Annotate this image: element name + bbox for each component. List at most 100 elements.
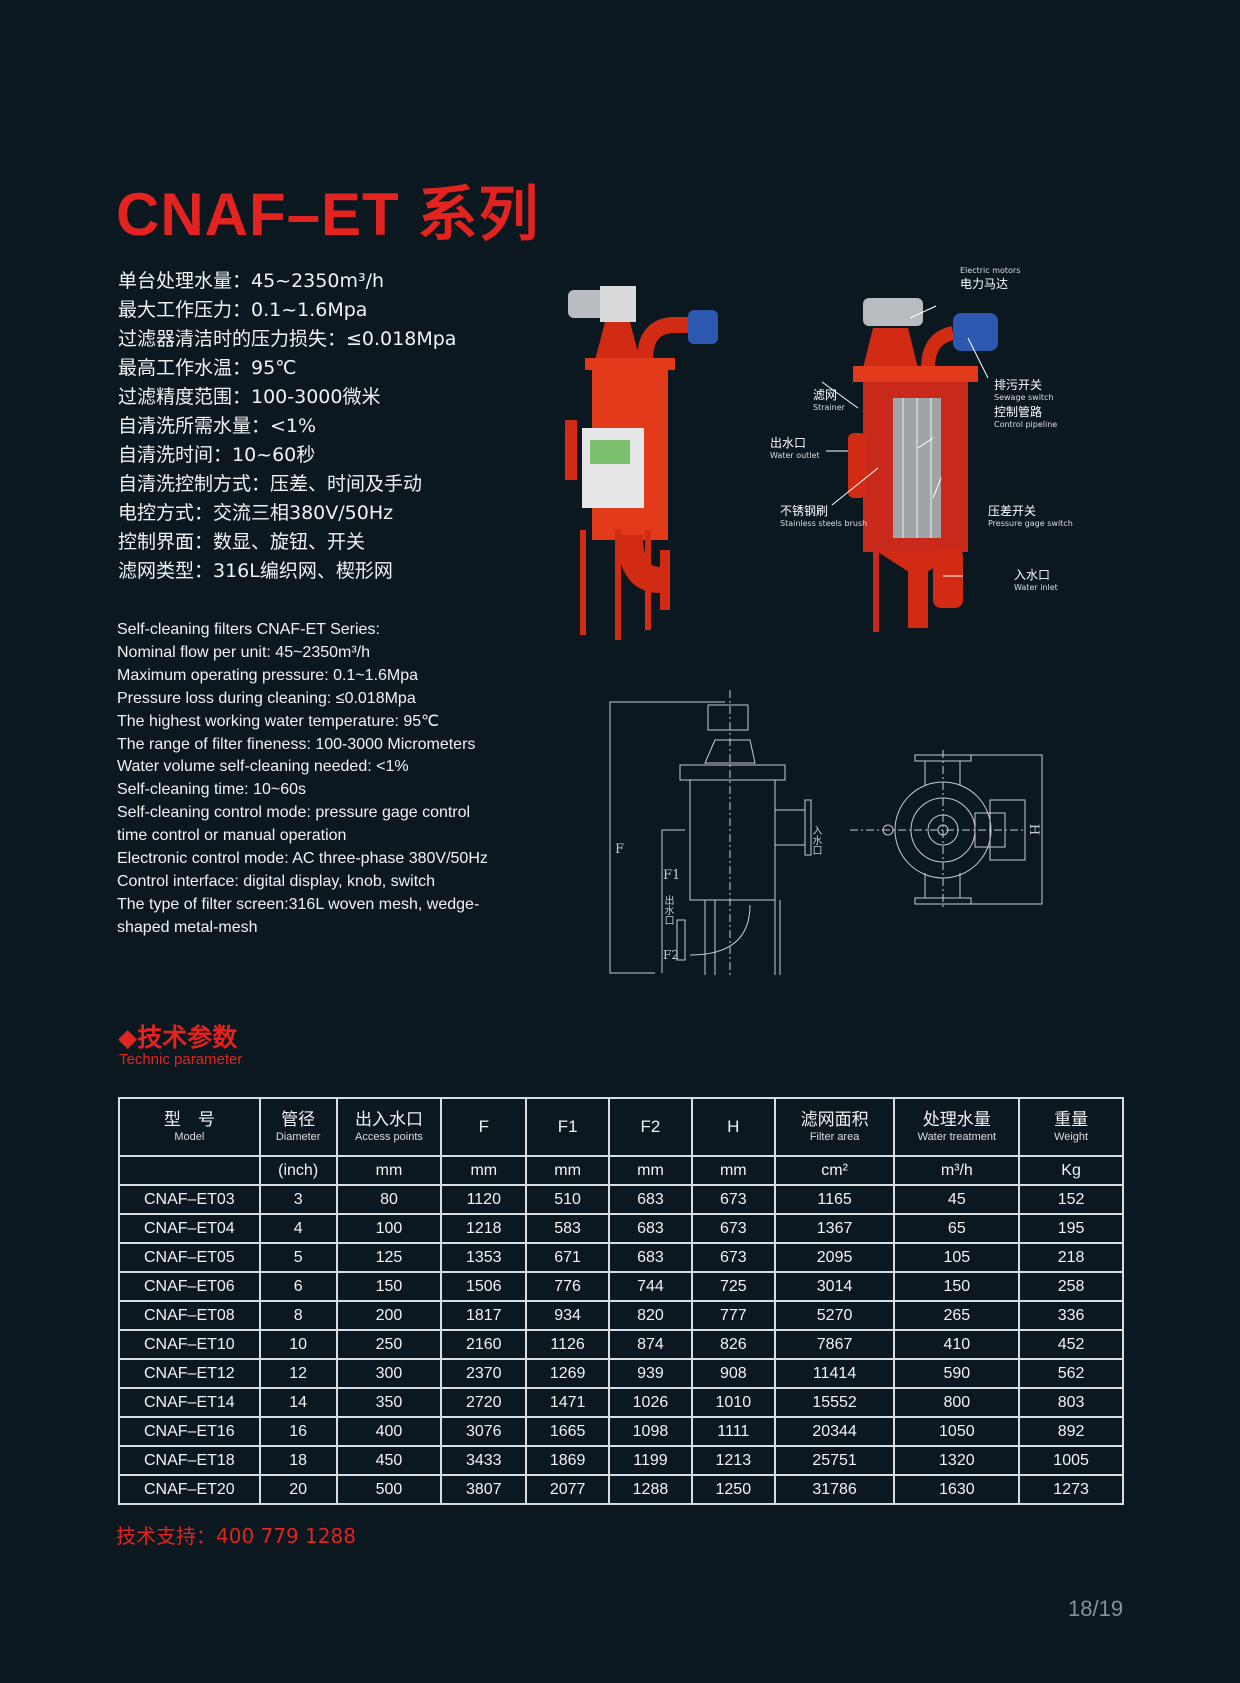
- spec-line: 最高工作水温：95℃: [118, 357, 297, 379]
- table-cell: 450: [335, 1445, 443, 1476]
- unit-cell: (inch): [258, 1155, 338, 1186]
- section-heading: ◆技术参数: [118, 1023, 238, 1052]
- table-cell: 1218: [440, 1213, 528, 1244]
- table-cell: 1050: [893, 1416, 1021, 1447]
- table-cell: 6: [258, 1271, 338, 1302]
- table-cell: 1869: [525, 1445, 611, 1476]
- table-cell: 20: [258, 1474, 338, 1505]
- column-header: F1: [525, 1097, 611, 1157]
- table-cell: CNAF–ET10: [118, 1329, 261, 1360]
- spec-line: 电控方式：交流三相380V/50Hz: [118, 502, 394, 524]
- table-cell: 15552: [773, 1387, 896, 1418]
- header-cn: 出入水口: [354, 1110, 423, 1129]
- table-cell: 125: [335, 1242, 443, 1273]
- table-cell: 7867: [773, 1329, 896, 1360]
- table-cell: 725: [690, 1271, 776, 1302]
- drawing-label-f1: F1: [663, 868, 681, 883]
- table-cell: CNAF–ET12: [118, 1358, 261, 1389]
- table-cell: 1367: [773, 1213, 896, 1244]
- table-cell: 1817: [440, 1300, 528, 1331]
- spec-line: The range of filter fineness: 100-3000 M…: [117, 735, 476, 753]
- spec-line: Pressure loss during cleaning: ≤0.018Mpa: [117, 689, 416, 707]
- filter-product-image: [565, 286, 718, 640]
- spec-line: 滤网类型：316L编织网、楔形网: [118, 560, 393, 582]
- column-header: H: [690, 1097, 776, 1157]
- drawing-label-inlet: 入水口: [810, 825, 821, 855]
- table-cell: 1026: [608, 1387, 693, 1418]
- table-cell: 105: [893, 1242, 1021, 1273]
- table-cell: 500: [335, 1474, 443, 1505]
- table-cell: 673: [690, 1242, 776, 1273]
- table-cell: 562: [1018, 1358, 1124, 1389]
- unit-cell: mm: [335, 1155, 443, 1186]
- spec-line: 最大工作压力：0.1~1.6Mpa: [118, 299, 368, 321]
- table-cell: 218: [1018, 1242, 1124, 1273]
- column-header: F: [440, 1097, 528, 1157]
- table-cell: CNAF–ET08: [118, 1300, 261, 1331]
- spec-line: 控制界面：数显、旋钮、开关: [118, 531, 366, 553]
- table-cell: CNAF–ET20: [118, 1474, 261, 1505]
- table-cell: 1269: [525, 1358, 611, 1389]
- table-cell: 3: [258, 1184, 338, 1215]
- table-cell: 5: [258, 1242, 338, 1273]
- table-cell: 1665: [525, 1416, 611, 1447]
- table-cell: 2370: [440, 1358, 528, 1389]
- table-cell: 2077: [525, 1474, 611, 1505]
- unit-cell: cm²: [773, 1155, 896, 1186]
- table-cell: 80: [335, 1184, 443, 1215]
- table-cell: 150: [335, 1271, 443, 1302]
- english-spec-list: Self-cleaning filters CNAF-ET Series: Nom…: [117, 619, 537, 940]
- spec-line: 自清洗控制方式：压差、时间及手动: [118, 473, 423, 495]
- table-cell: 1010: [690, 1387, 776, 1418]
- table-cell: 18: [258, 1445, 338, 1476]
- table-cell: 3076: [440, 1416, 528, 1447]
- table-cell: 12: [258, 1358, 338, 1389]
- table-cell: 671: [525, 1242, 611, 1273]
- header-cn: F1: [557, 1117, 578, 1136]
- page-title: CNAF–ET 系列: [116, 181, 540, 248]
- table-cell: 673: [690, 1213, 776, 1244]
- spec-line: Control interface: digital display, knob…: [117, 872, 436, 890]
- table-cell: 1471: [525, 1387, 611, 1418]
- drawing-label-f2: F2: [663, 948, 679, 962]
- spec-line: 过滤器清洁时的压力损失：≤0.018Mpa: [118, 328, 457, 350]
- spec-line: 单台处理水量：45~2350m³/h: [118, 270, 385, 292]
- spec-line: Electronic control mode: AC three-phase …: [117, 850, 488, 868]
- table-cell: CNAF–ET05: [118, 1242, 261, 1273]
- table-cell: 150: [893, 1271, 1021, 1302]
- table-cell: 892: [1018, 1416, 1124, 1447]
- table-cell: 100: [335, 1213, 443, 1244]
- spec-line: Self-cleaning filters CNAF-ET Series:: [117, 621, 380, 638]
- table-cell: 1273: [1018, 1474, 1124, 1505]
- table-cell: 777: [690, 1300, 776, 1331]
- spec-line: Water volume self-cleaning needed: <1%: [117, 758, 409, 776]
- section-subtitle: Technic parameter: [119, 1051, 243, 1068]
- spec-line: Nominal flow per unit: 45~2350m³/h: [117, 643, 371, 661]
- table-cell: 2095: [773, 1242, 896, 1273]
- table-cell: 744: [608, 1271, 693, 1302]
- header-en: Water treatment: [917, 1131, 997, 1143]
- table-cell: 20344: [773, 1416, 896, 1447]
- chinese-spec-list: 单台处理水量：45~2350m³/h 最大工作压力：0.1~1.6Mpa 过滤器清洁…: [118, 267, 456, 586]
- table-cell: 3433: [440, 1445, 528, 1476]
- table-cell: 1250: [690, 1474, 776, 1505]
- spec-line: 过滤精度范围：100-3000微米: [118, 386, 381, 408]
- spec-line: Self-cleaning time: 10~60s: [117, 781, 306, 799]
- table-cell: 3014: [773, 1271, 896, 1302]
- table-cell: CNAF–ET18: [118, 1445, 261, 1476]
- header-cn: F2: [640, 1117, 661, 1136]
- header-cn: F: [478, 1117, 489, 1136]
